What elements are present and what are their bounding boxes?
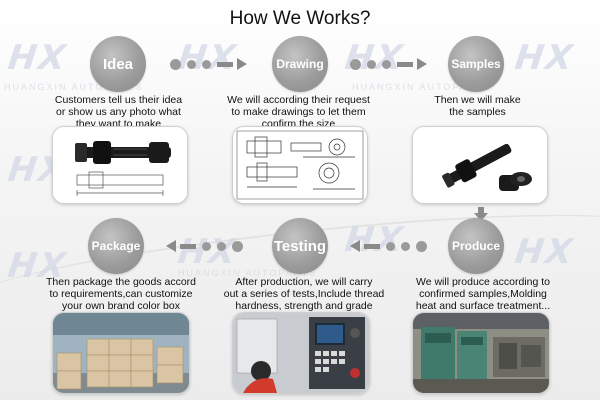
flow-arrow-5: [166, 240, 243, 252]
step-circle-produce: Produce: [448, 218, 504, 274]
caption-line: After production, we will carry: [235, 276, 373, 288]
photo-factory-press: [412, 312, 550, 394]
caption-line: Then we will make: [434, 94, 521, 106]
flow-arrow-4: [350, 240, 427, 252]
photo-cnc-machine: [232, 312, 370, 394]
flow-arrow-1: [170, 58, 247, 70]
caption-line: confirmed samples,Molding: [419, 288, 547, 300]
flow-arrow-down: [474, 207, 488, 221]
watermark-text: HUANGXIN AUTOPARTS: [178, 268, 318, 278]
bolt-photo-icon: [53, 127, 187, 203]
step-circle-samples: Samples: [448, 36, 504, 92]
step-circle-drawing: Drawing: [272, 36, 328, 92]
watermark-logo: HX: [508, 232, 581, 272]
watermark-text: HUANGXIN AUTOPARTS: [352, 82, 492, 92]
caption-line: hardness, strength and grade: [235, 300, 373, 312]
step-circle-package: Package: [88, 218, 144, 274]
step-label-idea: Idea: [102, 55, 133, 73]
page-title: How We Works?: [229, 8, 371, 29]
caption-package: Then package the goods accord to require…: [36, 276, 206, 312]
cnc-machine-photo-icon: [233, 313, 369, 393]
caption-samples: Then we will make the samples: [395, 94, 560, 118]
warehouse-boxes-photo-icon: [53, 313, 189, 393]
step-label-package: Package: [91, 239, 141, 253]
caption-line: or show us any photo what: [56, 106, 181, 118]
step-circle-idea: Idea: [90, 36, 146, 92]
caption-idea: Customers tell us their idea or show us …: [36, 94, 201, 130]
step-label-testing: Testing: [273, 237, 327, 255]
factory-press-photo-icon: [413, 313, 549, 393]
photo-drawing: [232, 126, 368, 204]
caption-line: We will according their request: [227, 94, 370, 106]
watermark-logo: HX: [508, 38, 581, 78]
watermark-logo: HX: [1, 38, 74, 78]
caption-line: your own brand color box: [62, 300, 180, 312]
caption-produce: We will produce according to confirmed s…: [398, 276, 568, 312]
caption-line: the samples: [449, 106, 506, 118]
watermark-text: HUANGXIN AUTOPARTS: [4, 82, 144, 92]
step-label-drawing: Drawing: [276, 57, 324, 71]
caption-line: to make drawings to let them: [231, 106, 366, 118]
photo-samples: [412, 126, 548, 204]
step-label-produce: Produce: [451, 239, 500, 253]
caption-line: out a series of tests,Include thread: [223, 288, 385, 300]
technical-drawing-icon: [233, 127, 367, 203]
photo-warehouse: [52, 312, 190, 394]
sample-bolt-photo-icon: [413, 127, 547, 203]
caption-testing: After production, we will carry out a se…: [214, 276, 394, 312]
step-circle-testing: Testing: [272, 218, 328, 274]
caption-drawing: We will according their request to make …: [216, 94, 381, 130]
caption-line: We will produce according to: [415, 276, 551, 288]
caption-line: Then package the goods accord: [45, 276, 197, 288]
flow-arrow-2: [350, 58, 427, 70]
caption-line: heat and surface treatment...: [415, 300, 551, 312]
step-label-samples: Samples: [451, 57, 501, 71]
photo-bolt: [52, 126, 188, 204]
caption-line: Customers tell us their idea: [54, 94, 183, 106]
caption-line: to requirements,can customize: [49, 288, 193, 300]
